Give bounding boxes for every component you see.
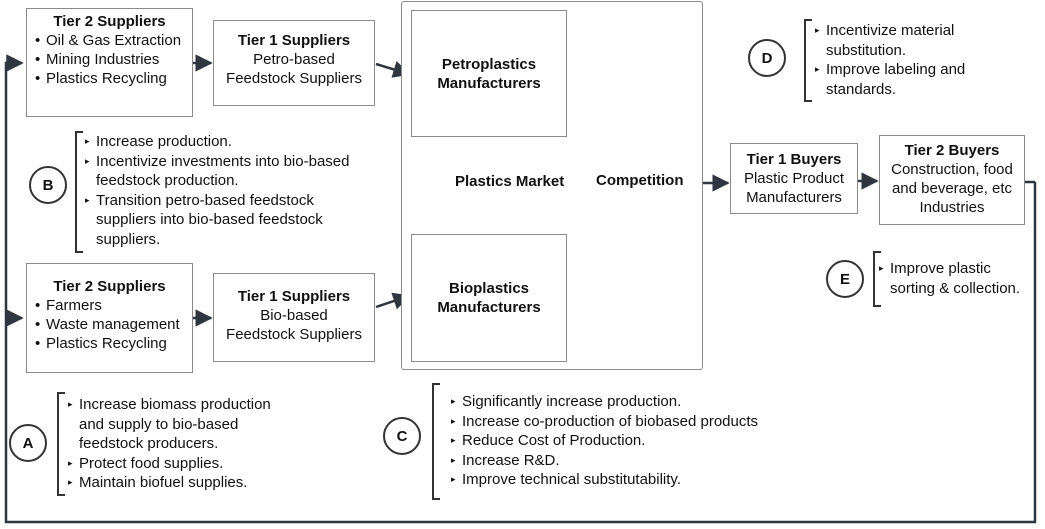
list-item: Plastics Recycling bbox=[35, 334, 184, 353]
competition-label: Competition bbox=[596, 172, 684, 189]
note-a-circle: A bbox=[9, 424, 47, 462]
list-item: Transition petro-based feedstock supplie… bbox=[85, 191, 350, 250]
tier1-buyers-line: Plastic Product bbox=[743, 170, 845, 187]
note-e-circle: E bbox=[826, 260, 864, 298]
note-c-bracket bbox=[432, 383, 440, 500]
petroplastics-label: Petroplastics Manufacturers bbox=[437, 55, 541, 92]
tier1-buyers-title: Tier 1 Buyers bbox=[746, 151, 842, 168]
note-a-bracket bbox=[57, 392, 65, 496]
tier2-buyers-line: and beverage, etc bbox=[891, 180, 1013, 197]
tier2-buyers-line: Industries bbox=[919, 199, 985, 216]
tier1-suppliers-bio-box: Tier 1 Suppliers Bio-based Feedstock Sup… bbox=[213, 273, 375, 362]
tier2-buyers-title: Tier 2 Buyers bbox=[904, 142, 1000, 159]
list-item: Improve plastic sorting & collection. bbox=[879, 259, 1029, 298]
feedback-loop-line bbox=[4, 54, 1037, 524]
tier2-suppliers-bio-box: Tier 2 Suppliers Farmers Waste managemen… bbox=[26, 263, 193, 373]
tier2-buyers-line: Construction, food bbox=[891, 161, 1013, 178]
list-item: Waste management bbox=[35, 315, 184, 334]
tier2-suppliers-petro-box: Tier 2 Suppliers Oil & Gas Extraction Mi… bbox=[26, 8, 193, 117]
list-item: Incentivize investments into bio-based f… bbox=[85, 152, 350, 191]
tier2-bio-list: Farmers Waste management Plastics Recycl… bbox=[35, 296, 184, 353]
note-d-circle: D bbox=[748, 39, 786, 77]
list-item: Farmers bbox=[35, 296, 184, 315]
bioplastics-manufacturers-box: Bioplastics Manufacturers bbox=[411, 234, 567, 362]
tier1-bio-line: Feedstock Suppliers bbox=[226, 326, 362, 343]
list-item: Increase co-production of biobased produ… bbox=[451, 412, 791, 432]
tier1-buyers-line: Manufacturers bbox=[746, 189, 842, 206]
list-item: Protect food supplies. bbox=[68, 454, 296, 474]
note-a-list: Increase biomass production and supply t… bbox=[68, 395, 296, 493]
tier1-petro-title: Tier 1 Suppliers bbox=[237, 32, 351, 49]
list-item: Significantly increase production. bbox=[451, 392, 791, 412]
note-b-bracket bbox=[75, 131, 83, 253]
list-item: Reduce Cost of Production. bbox=[451, 431, 791, 451]
list-item: Increase production. bbox=[85, 132, 350, 152]
tier1-petro-line: Petro-based bbox=[253, 51, 335, 68]
note-b-list: Increase production. Incentivize investm… bbox=[85, 132, 350, 249]
tier1-buyers-box: Tier 1 Buyers Plastic Product Manufactur… bbox=[730, 143, 858, 214]
plastics-market-label: Plastics Market bbox=[455, 173, 565, 190]
list-item: Improve technical substitutability. bbox=[451, 470, 791, 490]
note-c-list: Significantly increase production. Incre… bbox=[451, 392, 791, 490]
note-b-circle: B bbox=[29, 166, 67, 204]
tier1-bio-title: Tier 1 Suppliers bbox=[237, 288, 351, 305]
list-item: Maintain biofuel supplies. bbox=[68, 473, 296, 493]
list-item: Incentivize material substitution. bbox=[815, 21, 995, 60]
tier1-petro-line: Feedstock Suppliers bbox=[226, 70, 362, 87]
list-item: Improve labeling and standards. bbox=[815, 60, 995, 99]
list-item: Increase biomass production and supply t… bbox=[68, 395, 296, 454]
note-e-list: Improve plastic sorting & collection. bbox=[879, 259, 1029, 298]
tier2-petro-title: Tier 2 Suppliers bbox=[53, 13, 166, 30]
note-d-bracket bbox=[804, 19, 812, 102]
note-e-bracket bbox=[873, 251, 881, 307]
note-d-list: Incentivize material substitution. Impro… bbox=[815, 21, 995, 99]
tier2-buyers-box: Tier 2 Buyers Construction, food and bev… bbox=[879, 135, 1025, 225]
tier1-bio-line: Bio-based bbox=[260, 307, 328, 324]
list-item: Plastics Recycling bbox=[35, 69, 184, 88]
tier1-suppliers-petro-box: Tier 1 Suppliers Petro-based Feedstock S… bbox=[213, 20, 375, 106]
tier2-bio-title: Tier 2 Suppliers bbox=[53, 278, 166, 295]
tier2-petro-list: Oil & Gas Extraction Mining Industries P… bbox=[35, 31, 184, 88]
note-c-circle: C bbox=[383, 417, 421, 455]
petroplastics-manufacturers-box: Petroplastics Manufacturers bbox=[411, 10, 567, 137]
list-item: Increase R&D. bbox=[451, 451, 791, 471]
bioplastics-label: Bioplastics Manufacturers bbox=[437, 280, 541, 316]
list-item: Oil & Gas Extraction bbox=[35, 31, 184, 50]
list-item: Mining Industries bbox=[35, 50, 184, 69]
